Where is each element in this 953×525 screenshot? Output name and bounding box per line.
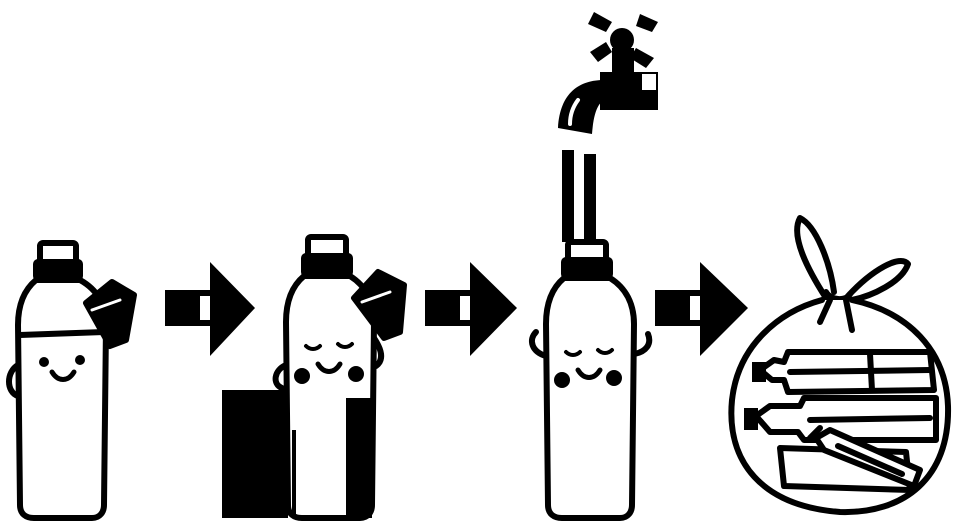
arrow-right-icon (165, 262, 255, 356)
bottle-collar (564, 260, 610, 276)
step-1-bottle (9, 243, 134, 518)
liquid-level (20, 332, 104, 335)
step-3-bottle (532, 242, 649, 518)
bottle-body (546, 278, 634, 518)
arrow-right-icon (655, 262, 748, 356)
bottle-collar (304, 256, 350, 274)
bottle-collar (36, 262, 80, 278)
water-stream (562, 150, 596, 246)
step-2-bottle (222, 237, 404, 518)
faucet-icon (558, 12, 658, 134)
arrow-right-icon (425, 262, 517, 356)
